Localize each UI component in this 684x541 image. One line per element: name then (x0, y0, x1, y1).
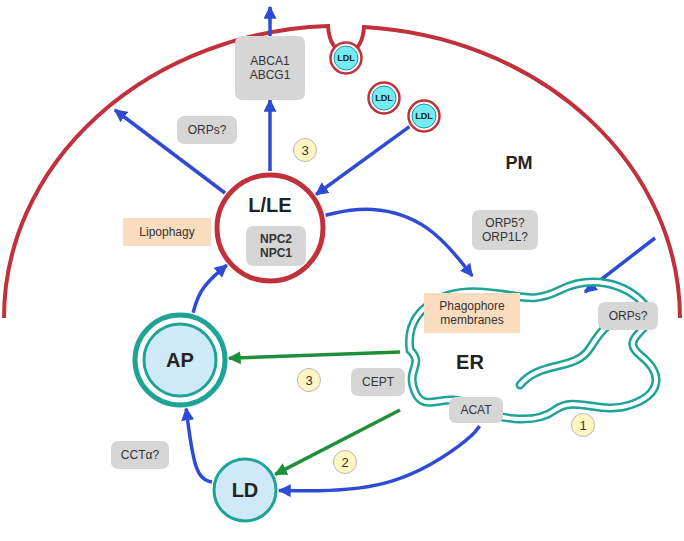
callout-circle: 3 (297, 368, 321, 392)
node-text: ER (456, 351, 484, 374)
compartment-label: PM (506, 153, 533, 174)
er-lumen (410, 282, 656, 419)
autophagosome-circle: AP (132, 312, 228, 408)
node-text: L/LE (248, 194, 291, 217)
ldl-core (372, 86, 396, 110)
ldl-core (334, 46, 358, 70)
node-text: NPC2 NPC1 (252, 232, 300, 261)
er-lumen (520, 320, 628, 385)
ldl-particle: LDL (407, 99, 441, 133)
ldl-particle: LDL (329, 41, 363, 75)
node-text: LDL (337, 53, 355, 63)
node-text: LDL (375, 93, 393, 103)
membrane-flow-arrow (229, 352, 400, 358)
node-text: LD (232, 479, 259, 502)
transport-arrow (193, 265, 227, 313)
er-tubule (520, 320, 628, 385)
process-label: Lipophagy (123, 218, 211, 246)
ldl-core (412, 104, 436, 128)
outer-membrane (135, 315, 225, 405)
node-text: Phagophore membranes (430, 299, 514, 328)
callout-circle: 3 (293, 138, 317, 162)
er-tubule (410, 282, 656, 419)
lysosome-membrane (217, 175, 323, 281)
node-text: ABCA1 ABCG1 (241, 54, 299, 83)
protein-box: ORPs? (177, 116, 237, 144)
coat-ring (369, 83, 400, 114)
callout-number: 3 (301, 143, 308, 158)
protein-box: ACAT (449, 397, 503, 423)
transport-arrow (268, 100, 272, 171)
callout-number: 2 (341, 455, 348, 470)
node-text: CCTα? (121, 448, 159, 462)
er-region: ER (400, 276, 662, 426)
efflux-arrow (268, 7, 272, 36)
lysosome-circle: L/LE NPC2 NPC1 (214, 172, 326, 284)
transport-arrow (326, 209, 473, 276)
node-text: Lipophagy (139, 225, 194, 239)
process-label: Phagophore membranes (424, 293, 520, 333)
protein-box: CCTα? (111, 441, 169, 469)
coat-ring (331, 43, 362, 74)
transport-arrow (186, 409, 212, 482)
protein-box: ABCA1 ABCG1 (235, 36, 305, 100)
node-text: ACAT (460, 403, 491, 417)
protein-box: ORPs? (598, 302, 658, 330)
transport-arrow (316, 127, 409, 195)
callout-circle: 1 (571, 413, 595, 437)
protein-box: ORP5? ORP1L? (472, 210, 538, 250)
protein-box: CEPT (351, 368, 405, 396)
callout-number: 1 (579, 418, 586, 433)
droplet-outline (214, 459, 276, 521)
protein-box: NPC2 NPC1 (246, 226, 306, 266)
node-text: ORPs? (609, 309, 648, 323)
inner-membrane (144, 324, 216, 396)
membrane-flow-arrow (275, 410, 400, 474)
region-label: PM (506, 153, 533, 174)
plasma-membrane (4, 26, 680, 318)
ldl-particle: LDL (367, 81, 401, 115)
node-text: LDL (415, 111, 433, 121)
lipid-droplet: LD (212, 457, 278, 523)
node-text: ORP5? ORP1L? (478, 216, 532, 245)
node-text: ORPs? (188, 123, 227, 137)
callout-circle: 2 (333, 450, 357, 474)
node-text: AP (166, 349, 194, 372)
node-text: CEPT (362, 375, 394, 389)
callout-number: 3 (305, 373, 312, 388)
er-outline (400, 276, 662, 426)
coat-ring (409, 101, 440, 132)
